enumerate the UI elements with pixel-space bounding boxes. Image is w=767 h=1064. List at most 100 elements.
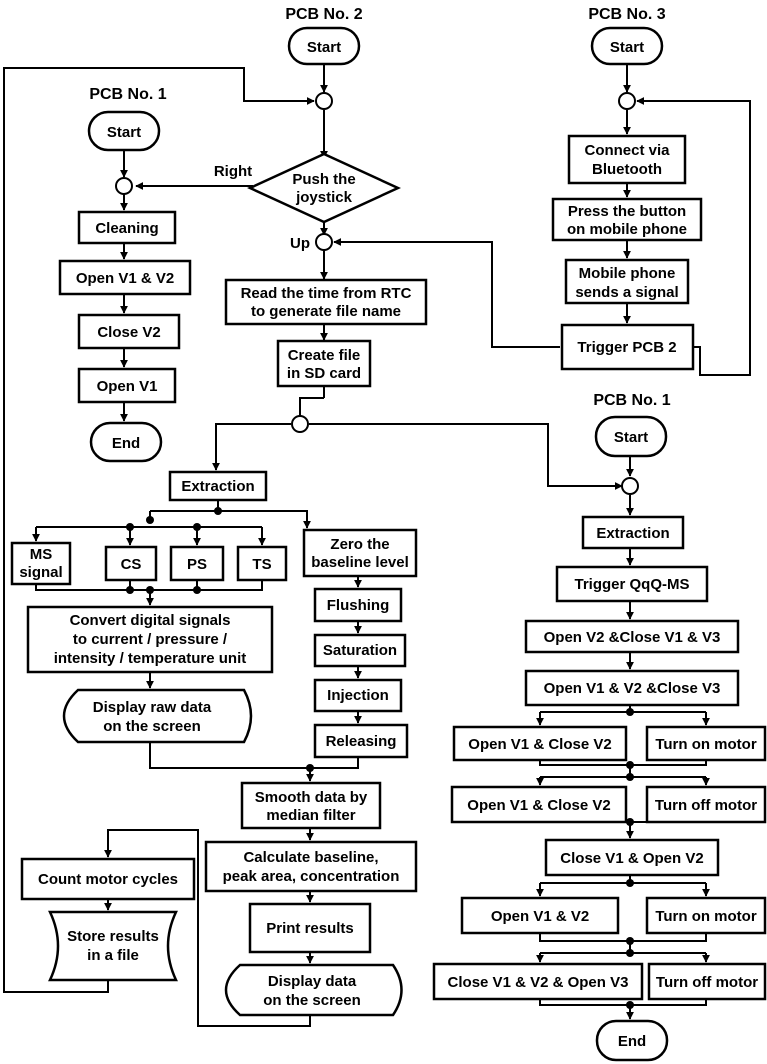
pcb1-bottom-flow: Start Extraction Trigger QqQ-MS Open V2 …	[432, 415, 767, 1062]
svg-text:to current / pressure /: to current / pressure /	[73, 631, 228, 648]
pcb1-bottom-end: End	[595, 1019, 669, 1062]
svg-text:Releasing: Releasing	[326, 733, 397, 750]
svg-text:Open V1 & V2: Open V1 & V2	[491, 908, 589, 925]
junctions	[115, 92, 639, 1009]
svg-text:Start: Start	[307, 39, 341, 56]
svg-text:on the screen: on the screen	[103, 718, 201, 735]
svg-text:Injection: Injection	[327, 687, 389, 704]
junction-dot	[126, 586, 134, 594]
svg-text:Close V1 & V2 & Open V3: Close V1 & V2 & Open V3	[448, 974, 629, 991]
trigger-qqq-box: Trigger QqQ-MS	[555, 565, 709, 603]
junction-dot	[626, 937, 634, 945]
flushing-box: Flushing	[313, 587, 403, 623]
svg-text:Open V1 & V2 &Close V3: Open V1 & V2 &Close V3	[544, 680, 721, 697]
pcb2-start: Start	[287, 26, 361, 66]
svg-text:Open V1 & Close V2: Open V1 & Close V2	[468, 736, 611, 753]
joystick-decision: Push the joystick	[247, 152, 401, 224]
junction-dot	[626, 949, 634, 957]
svg-text:PS: PS	[187, 556, 207, 573]
saturation-box: Saturation	[313, 633, 407, 668]
open-v1-v2-box: Open V1 & V2	[58, 259, 192, 296]
pcb1-bottom-start: Start	[594, 415, 668, 458]
releasing-box: Releasing	[313, 723, 409, 759]
svg-text:Read the time from RTC: Read the time from RTC	[241, 285, 412, 302]
trigger-pcb2-box: Trigger PCB 2	[560, 323, 695, 371]
pcb2-flow: Start Push the joystick Right Up Read th…	[10, 26, 428, 1017]
count-motor-cycles-box: Count motor cycles	[20, 857, 196, 901]
turn-on-motor-box-a: Turn on motor	[645, 725, 767, 762]
press-button-box: Press the button on mobile phone	[551, 197, 703, 242]
svg-text:Connect via: Connect via	[584, 142, 670, 159]
svg-text:signal: signal	[19, 564, 62, 581]
svg-text:Smooth data by: Smooth data by	[255, 789, 368, 806]
open-v1-box: Open V1	[77, 367, 177, 404]
turn-off-motor-box-b: Turn off motor	[647, 962, 767, 1001]
svg-text:Close V1 & Open V2: Close V1 & Open V2	[560, 850, 703, 867]
svg-text:on mobile phone: on mobile phone	[567, 221, 687, 238]
junction-dot	[214, 507, 222, 515]
store-results: Store results in a file	[48, 910, 178, 982]
junction-circle	[115, 177, 133, 195]
injection-box: Injection	[313, 678, 403, 713]
svg-text:baseline level: baseline level	[311, 554, 409, 571]
svg-text:on the screen: on the screen	[263, 992, 361, 1009]
svg-text:Calculate baseline,: Calculate baseline,	[243, 849, 378, 866]
svg-text:in SD card: in SD card	[287, 365, 361, 382]
pcb1-top-flow: Start Cleaning Open V1 & V2 Close V2 Ope…	[58, 110, 192, 463]
svg-text:Turn on motor: Turn on motor	[655, 908, 757, 925]
svg-text:Turn off motor: Turn off motor	[655, 797, 757, 814]
header-pcb1-top: PCB No. 1	[89, 86, 166, 103]
header-pcb1-bottom: PCB No. 1	[593, 392, 670, 409]
open-v1-close-v2-box-a: Open V1 & Close V2	[452, 725, 628, 762]
junction-dot	[626, 708, 634, 716]
svg-text:Start: Start	[610, 39, 644, 56]
header-pcb3: PCB No. 3	[588, 6, 665, 23]
open-v1-close-v2-box-b: Open V1 & Close V2	[450, 785, 628, 824]
cleaning-box: Cleaning	[77, 210, 177, 245]
svg-text:peak area, concentration: peak area, concentration	[223, 868, 400, 885]
junction-dot	[626, 761, 634, 769]
ts-box: TS	[236, 545, 288, 582]
step2-box: Open V1 & V2 &Close V3	[524, 669, 740, 707]
svg-text:Cleaning: Cleaning	[95, 220, 158, 237]
ms-signal-box: MS signal	[10, 541, 72, 586]
pcb1-extraction-box: Extraction	[581, 515, 685, 550]
junction-dot	[306, 764, 314, 772]
header-pcb2: PCB No. 2	[285, 6, 362, 23]
svg-text:Extraction: Extraction	[181, 478, 254, 495]
svg-text:Mobile phone: Mobile phone	[579, 265, 676, 282]
svg-text:Trigger QqQ-MS: Trigger QqQ-MS	[574, 576, 689, 593]
junction-dot	[126, 523, 134, 531]
svg-text:Open V1: Open V1	[97, 378, 158, 395]
calculate-box: Calculate baseline, peak area, concentra…	[204, 840, 418, 893]
junction-circle	[315, 92, 333, 110]
junction-dot	[146, 586, 154, 594]
junction-dot	[626, 773, 634, 781]
svg-text:Press the button: Press the button	[568, 203, 686, 220]
svg-text:Convert digital signals: Convert digital signals	[70, 612, 231, 629]
junction-dot	[146, 516, 154, 524]
svg-text:End: End	[112, 435, 140, 452]
print-results-box: Print results	[248, 902, 372, 954]
svg-text:joystick: joystick	[295, 189, 353, 206]
svg-text:Count motor cycles: Count motor cycles	[38, 871, 178, 888]
smooth-data-box: Smooth data by median filter	[240, 781, 382, 830]
turn-off-motor-box-a: Turn off motor	[645, 785, 767, 824]
svg-text:Close V2: Close V2	[97, 324, 160, 341]
display-raw-data: Display raw data on the screen	[62, 688, 253, 744]
step1-box: Open V2 &Close V1 & V3	[524, 619, 740, 654]
pcb1-top-start: Start	[87, 110, 161, 152]
svg-text:Store results: Store results	[67, 928, 159, 945]
svg-text:sends a signal: sends a signal	[575, 284, 678, 301]
svg-text:Turn off motor: Turn off motor	[656, 974, 758, 991]
svg-text:CS: CS	[121, 556, 142, 573]
svg-text:Extraction: Extraction	[596, 525, 669, 542]
ps-box: PS	[169, 545, 225, 582]
junction-circle	[291, 415, 309, 433]
turn-on-motor-box-b: Turn on motor	[645, 896, 767, 935]
read-time-box: Read the time from RTC to generate file …	[224, 278, 428, 326]
svg-text:Open V1 & V2: Open V1 & V2	[76, 270, 174, 287]
mobile-signal-box: Mobile phone sends a signal	[564, 258, 690, 305]
svg-text:Zero the: Zero the	[330, 536, 389, 553]
